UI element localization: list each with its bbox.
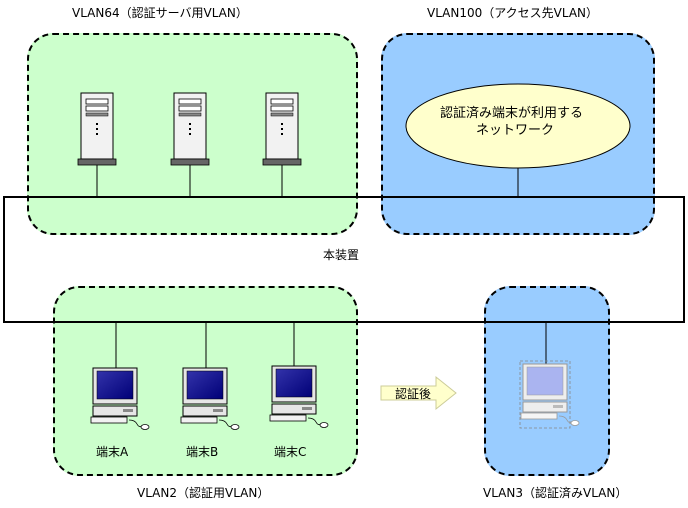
terminal-b-label: 端末B <box>186 445 219 459</box>
vlan2-label: VLAN2（認証用VLAN） <box>137 486 270 500</box>
terminal-connection-lines <box>115 322 547 368</box>
arrow-right-icon <box>380 375 457 411</box>
arrow-label: 認証後 <box>395 387 432 401</box>
terminal-pc-icon <box>269 365 329 428</box>
terminal-c-label: 端末C <box>274 445 307 459</box>
server-icon <box>170 92 210 166</box>
terminal-pc-icon <box>90 367 150 430</box>
vlan100-label: VLAN100（アクセス先VLAN） <box>427 6 599 20</box>
network-cloud-line1: 認証済み端末が利用する <box>440 106 584 121</box>
server-icon <box>77 92 117 166</box>
vlan3-label: VLAN3（認証済みVLAN） <box>483 486 628 500</box>
network-cloud-ellipse <box>405 83 631 169</box>
server-icon <box>262 92 302 166</box>
vlan64-label: VLAN64（認証サーバ用VLAN） <box>72 6 248 20</box>
device-label: 本装置 <box>323 248 360 262</box>
terminal-a-label: 端末A <box>96 445 129 459</box>
device-box <box>3 196 685 323</box>
terminal-pc-icon <box>180 367 240 430</box>
server-connection-lines <box>96 165 519 197</box>
network-cloud-line2: ネットワーク <box>476 123 555 138</box>
authenticated-pc-icon <box>519 360 580 429</box>
